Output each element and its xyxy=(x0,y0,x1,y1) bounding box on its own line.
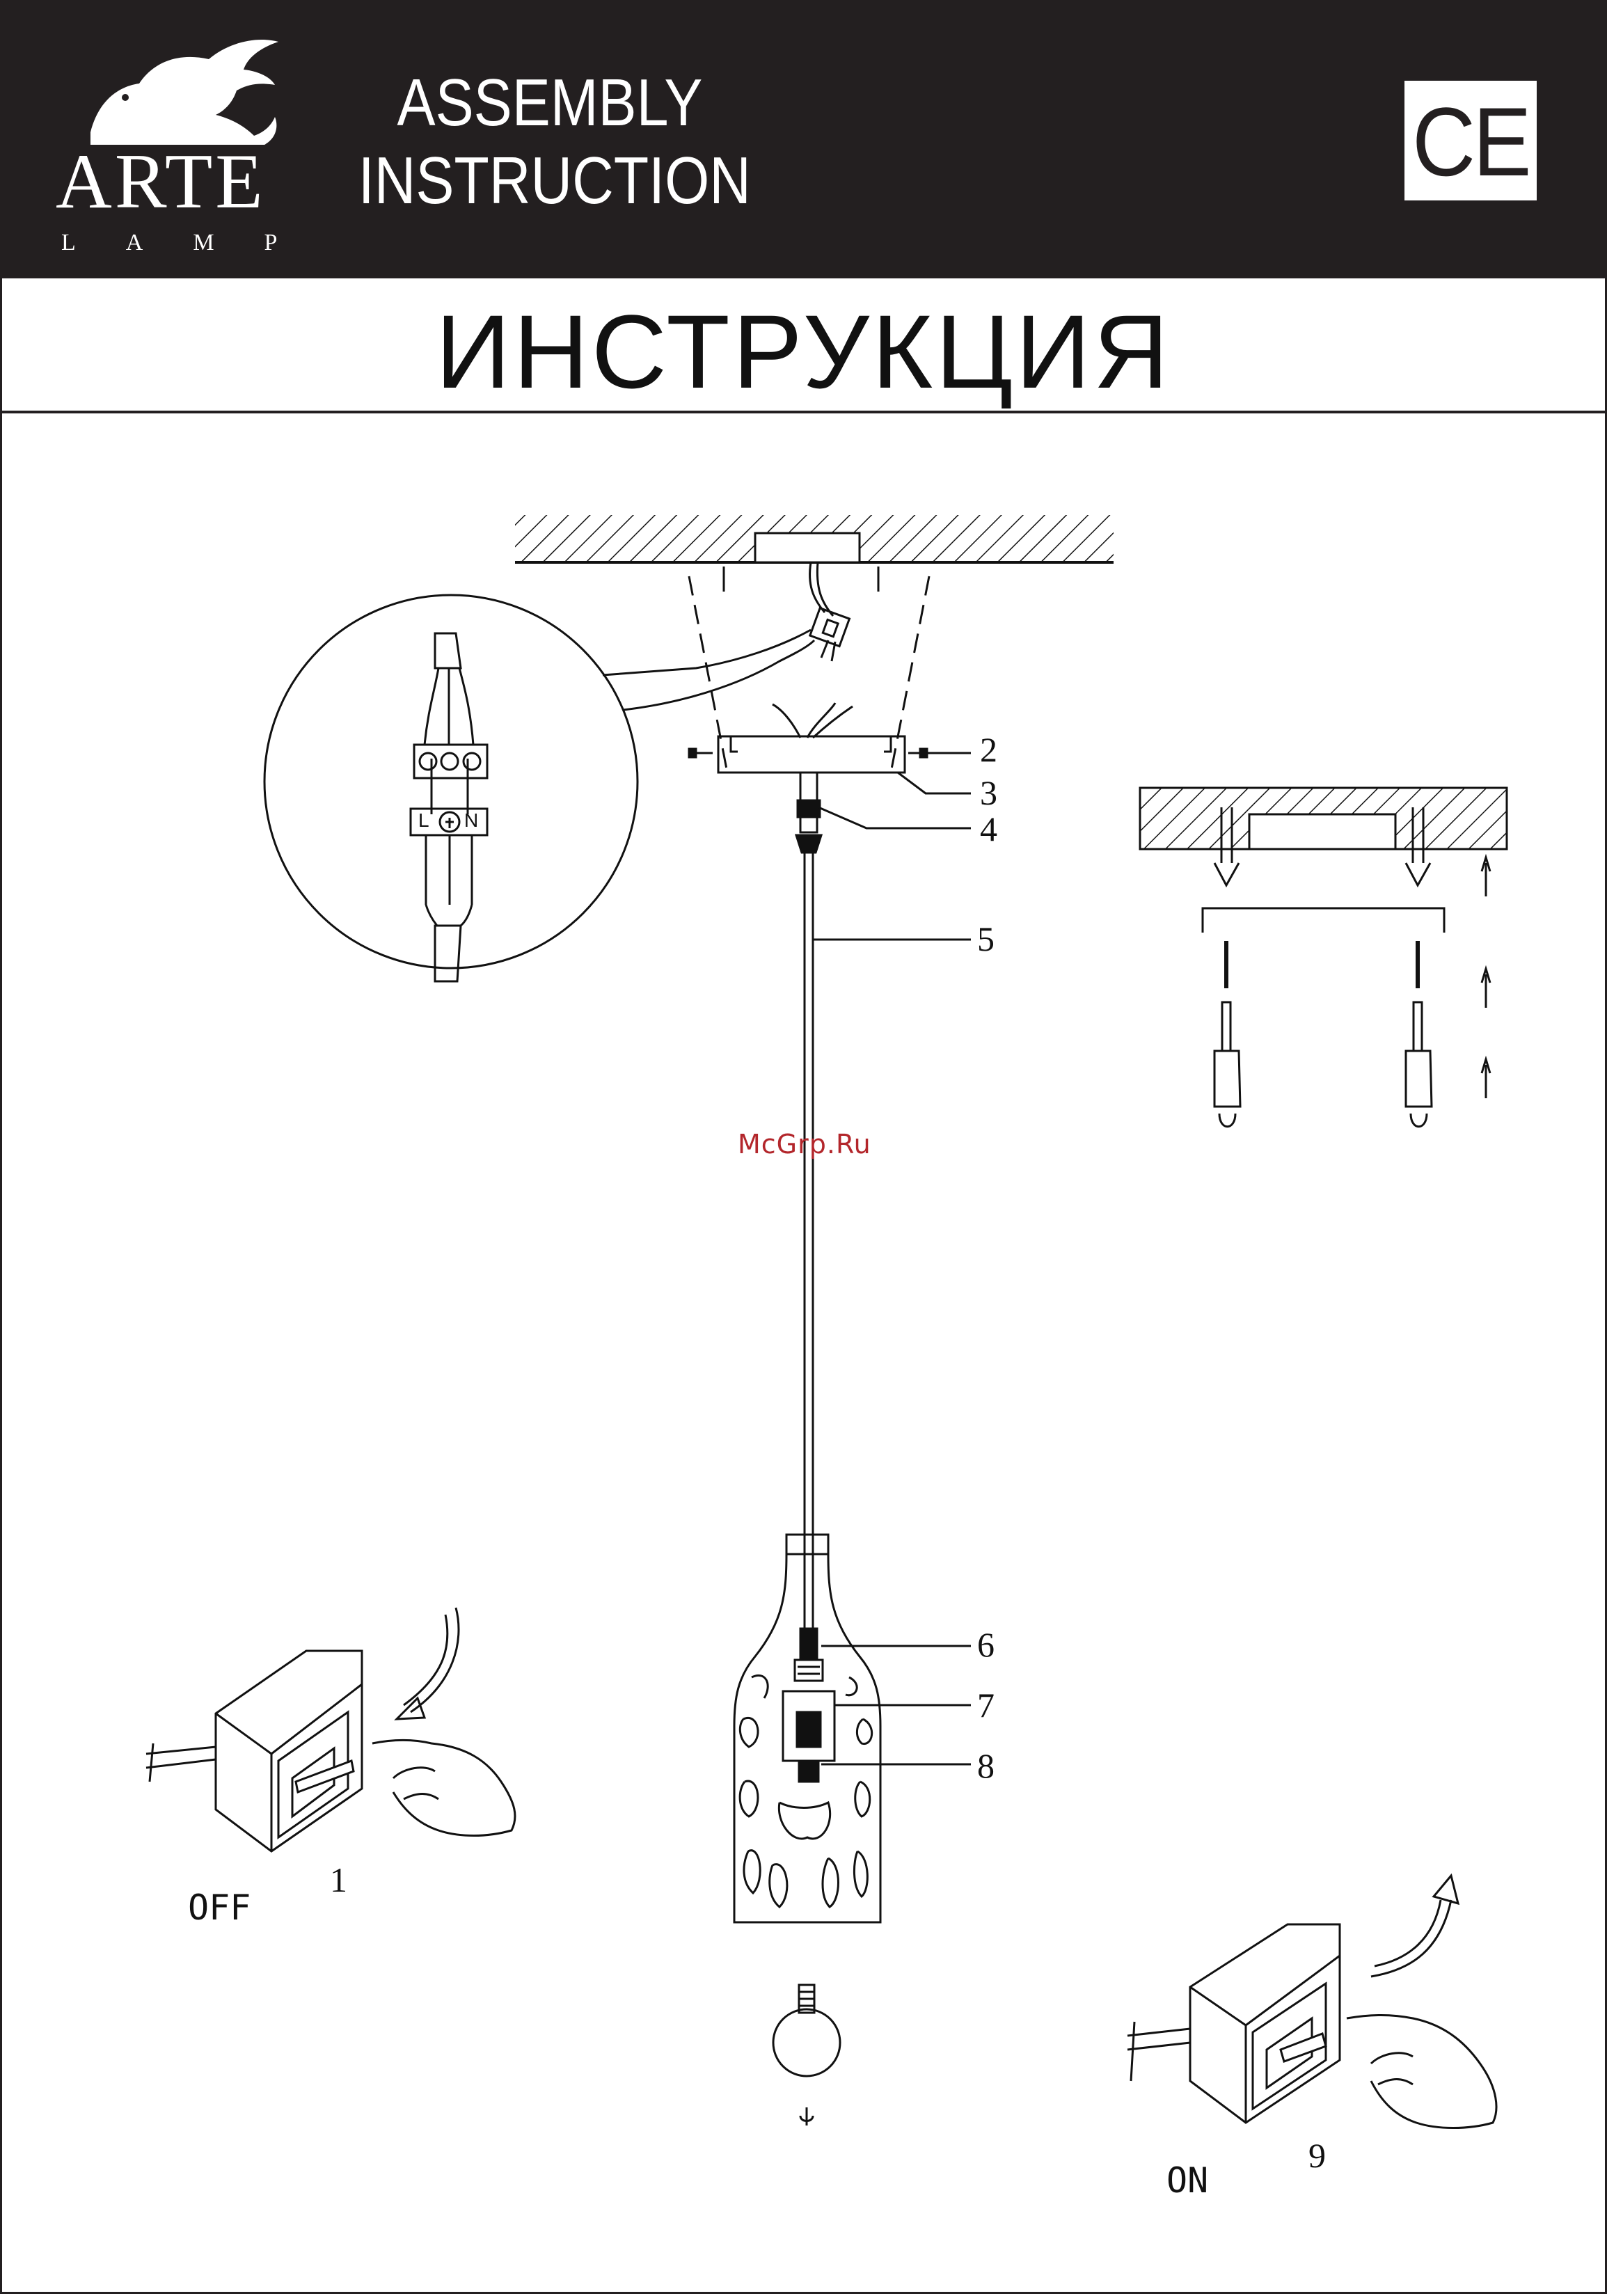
step-number-1: 1 xyxy=(330,1862,347,1897)
lamp-holder xyxy=(783,1629,834,1782)
ceiling xyxy=(515,515,1114,562)
hand-icon-on xyxy=(1347,2015,1496,2128)
cord-grip xyxy=(796,773,821,853)
bulb-icon xyxy=(773,1985,840,2125)
switch-state-on: ON xyxy=(1166,2163,1208,2198)
part-number-7: 7 xyxy=(977,1688,995,1723)
switch-icon xyxy=(146,1651,362,1851)
part-number-2: 2 xyxy=(980,732,997,767)
terminal-block xyxy=(773,562,853,738)
watermark: McGrp.Ru xyxy=(738,1129,871,1159)
arrow-icon xyxy=(397,1608,459,1719)
part-number-3: 3 xyxy=(980,775,997,810)
switch-icon-on xyxy=(1127,1924,1340,2123)
connector-label-neutral: N xyxy=(464,811,478,830)
leader-lines xyxy=(813,753,971,1764)
connector-label-live: L xyxy=(418,811,429,830)
part-number-5: 5 xyxy=(977,921,995,956)
mounting-plate-detail xyxy=(1140,788,1507,1127)
canopy xyxy=(689,567,929,773)
step-number-9: 9 xyxy=(1308,2138,1326,2173)
switch-state-off: OFF xyxy=(188,1890,251,1925)
part-number-8: 8 xyxy=(977,1748,995,1783)
arrow-icon-on xyxy=(1371,1876,1458,1977)
part-number-4: 4 xyxy=(980,811,997,846)
suspension-cable xyxy=(805,853,813,1629)
part-number-6: 6 xyxy=(977,1627,995,1662)
hand-icon xyxy=(372,1740,515,1835)
wiring-detail xyxy=(264,595,814,981)
